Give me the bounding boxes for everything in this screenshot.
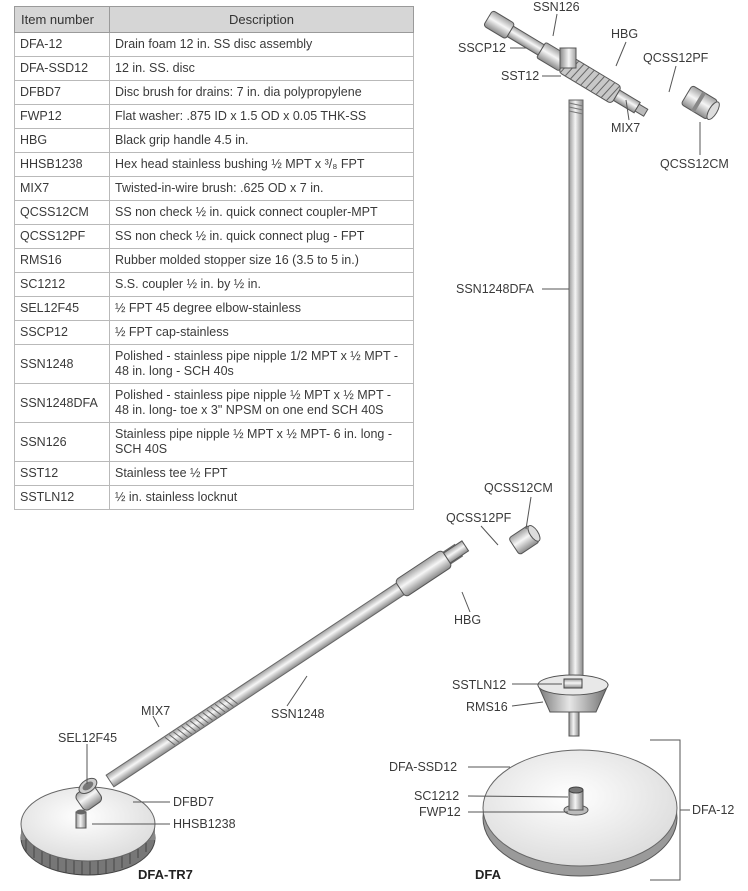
item-number-cell: RMS16 bbox=[14, 248, 110, 273]
label-ssn1248: SSN1248 bbox=[271, 707, 325, 721]
sstln12-locknut-shape bbox=[563, 678, 583, 689]
header-description: Description bbox=[109, 6, 414, 33]
hbg-mid-grip-shape bbox=[395, 550, 452, 597]
description-cell: Disc brush for drains: 7 in. dia polypro… bbox=[109, 80, 414, 105]
label-rms16: RMS16 bbox=[466, 700, 508, 714]
label-mix7-top: MIX7 bbox=[611, 121, 640, 135]
description-cell: Black grip handle 4.5 in. bbox=[109, 128, 414, 153]
assembly-name-dfa: DFA bbox=[475, 867, 502, 882]
label-qcss12pf-top: QCSS12PF bbox=[643, 51, 709, 65]
assembly-name-dfa-tr7: DFA-TR7 bbox=[138, 867, 193, 882]
description-cell: Stainless pipe nipple ½ MPT x ½ MPT- 6 i… bbox=[109, 422, 414, 462]
label-ssn126: SSN126 bbox=[533, 0, 580, 14]
qcss12cm-top-shape bbox=[681, 85, 720, 121]
item-number-cell: SSTLN12 bbox=[14, 485, 110, 510]
diagonal-pole-assembly bbox=[105, 525, 541, 788]
label-qcss12pf-mid: QCSS12PF bbox=[446, 511, 512, 525]
top-handle-assembly bbox=[483, 10, 720, 121]
description-cell: ½ in. stainless locknut bbox=[109, 485, 414, 510]
item-number-cell: HHSB1238 bbox=[14, 152, 110, 177]
label-sel12f45: SEL12F45 bbox=[58, 731, 117, 745]
label-dfa-ssd12: DFA-SSD12 bbox=[389, 760, 457, 774]
callout-labels: SSN126 SSCP12 HBG QCSS12PF SST12 MIX7 QC… bbox=[58, 0, 734, 882]
sel12f45-elbow-shape bbox=[75, 777, 103, 811]
description-cell: SS non check ½ in. quick connect plug - … bbox=[109, 224, 414, 249]
label-ssn1248dfa: SSN1248DFA bbox=[456, 282, 534, 296]
label-sscp12: SSCP12 bbox=[458, 41, 506, 55]
label-hbg-mid: HBG bbox=[454, 613, 481, 627]
item-number-cell: DFBD7 bbox=[14, 80, 110, 105]
description-cell: Rubber molded stopper size 16 (3.5 to 5 … bbox=[109, 248, 414, 273]
description-cell: ½ FPT cap-stainless bbox=[109, 320, 414, 345]
label-sstln12: SSTLN12 bbox=[452, 678, 506, 692]
description-cell: 12 in. SS. disc bbox=[109, 56, 414, 81]
label-dfa12: DFA-12 bbox=[692, 803, 734, 817]
label-hbg-top: HBG bbox=[611, 27, 638, 41]
label-qcss12cm-top: QCSS12CM bbox=[660, 157, 729, 171]
qcss12pf-mid-shape bbox=[442, 540, 470, 564]
description-cell: Flat washer: .875 ID x 1.5 OD x 0.05 THK… bbox=[109, 104, 414, 129]
item-number-cell: QCSS12PF bbox=[14, 224, 110, 249]
qcss12cm-mid-shape bbox=[509, 525, 541, 555]
label-hhsb1238: HHSB1238 bbox=[173, 817, 236, 831]
label-fwp12: FWP12 bbox=[419, 805, 461, 819]
label-sc1212: SC1212 bbox=[414, 789, 459, 803]
label-mix7-low: MIX7 bbox=[141, 704, 170, 718]
item-number-cell: SSN1248 bbox=[14, 344, 110, 384]
item-number-cell: SEL12F45 bbox=[14, 296, 110, 321]
description-cell: SS non check ½ in. quick connect coupler… bbox=[109, 200, 414, 225]
ssn1248dfa-pipe-shape bbox=[568, 99, 584, 685]
label-sst12: SST12 bbox=[501, 69, 539, 83]
item-number-cell: SC1212 bbox=[14, 272, 110, 297]
item-number-cell: SSCP12 bbox=[14, 320, 110, 345]
dfa-disc-assembly bbox=[482, 749, 678, 877]
description-cell: Hex head stainless bushing ½ MPT x ³/₈ F… bbox=[109, 152, 414, 177]
mix7-brush-shape bbox=[164, 695, 238, 746]
dfa-tr7-brush-assembly bbox=[20, 777, 156, 876]
label-qcss12cm-mid: QCSS12CM bbox=[484, 481, 553, 495]
item-number-cell: SSN126 bbox=[14, 422, 110, 462]
label-dfbd7: DFBD7 bbox=[173, 795, 214, 809]
leader-lines bbox=[86, 13, 701, 881]
